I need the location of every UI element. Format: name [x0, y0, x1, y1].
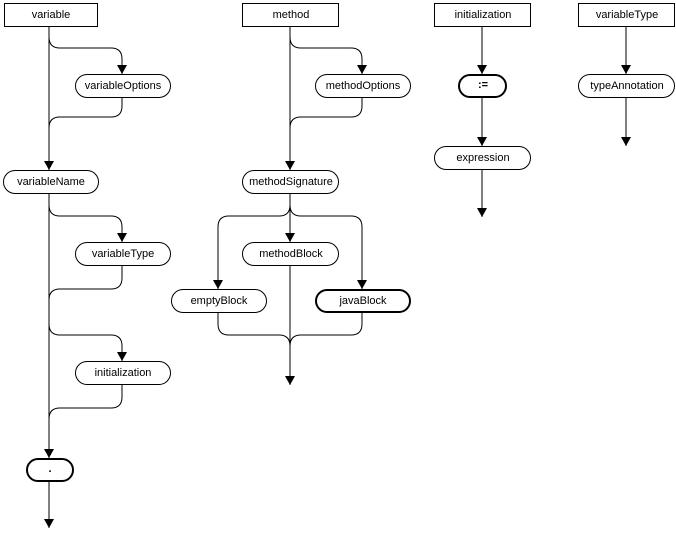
rule-variableType: variableType typeAnnotation: [578, 3, 675, 146]
rule-variable: variable variableOptions variableName va…: [3, 3, 171, 528]
node-label: methodSignature: [249, 176, 333, 188]
connector: [48, 204, 123, 242]
node-expression[interactable]: [434, 146, 531, 170]
node-label: expression: [456, 152, 509, 164]
connector: [48, 265, 123, 301]
node-methodOptions[interactable]: [315, 74, 411, 98]
rule-header-label: initialization: [455, 9, 512, 21]
connector: [48, 97, 123, 129]
node-label: methodBlock: [259, 248, 323, 260]
terminal-dot[interactable]: [26, 458, 74, 482]
connector: [48, 384, 123, 420]
rule-header-box[interactable]: [578, 3, 675, 27]
connector: [289, 36, 363, 74]
node-label: methodOptions: [326, 80, 401, 92]
node-javaBlock[interactable]: [315, 289, 411, 313]
node-emptyBlock[interactable]: [171, 289, 267, 313]
node-variableType[interactable]: [75, 242, 171, 266]
rule-header-label: method: [273, 9, 310, 21]
rule-initialization: initialization := expression: [434, 3, 531, 217]
node-typeAnnotation[interactable]: [578, 74, 675, 98]
rule-header-box[interactable]: [434, 3, 531, 27]
node-label: typeAnnotation: [590, 80, 663, 92]
connector: [217, 312, 291, 347]
terminal-assign[interactable]: [458, 74, 507, 98]
arrowheads: [213, 65, 367, 385]
arrowheads: [621, 65, 631, 146]
node-label: javaBlock: [338, 295, 387, 307]
rule-header-label: variableType: [596, 9, 658, 21]
node-methodSignature[interactable]: [242, 170, 339, 194]
rule-header-label: variable: [32, 9, 71, 21]
arrowheads: [477, 65, 487, 217]
rule-method: method methodOptions methodSignature met…: [171, 3, 411, 385]
rule-header-box[interactable]: [242, 3, 339, 27]
rule-header-box[interactable]: [4, 3, 98, 27]
node-label: variableType: [92, 248, 154, 260]
connector: [289, 97, 363, 129]
node-initialization[interactable]: [75, 361, 171, 385]
connector: [289, 204, 363, 289]
node-variableOptions[interactable]: [75, 74, 171, 98]
connector: [217, 204, 291, 289]
connector: [48, 36, 123, 74]
node-label: variableOptions: [85, 80, 162, 92]
arrowheads: [44, 65, 127, 528]
connector: [48, 323, 123, 361]
node-variableName[interactable]: [3, 170, 99, 194]
node-methodBlock[interactable]: [242, 242, 339, 266]
node-label: variableName: [17, 176, 85, 188]
connector: [289, 312, 363, 347]
node-label: initialization: [95, 367, 152, 379]
node-label: emptyBlock: [191, 295, 248, 307]
terminal-label: :=: [478, 79, 488, 91]
terminal-label: .: [48, 463, 51, 475]
